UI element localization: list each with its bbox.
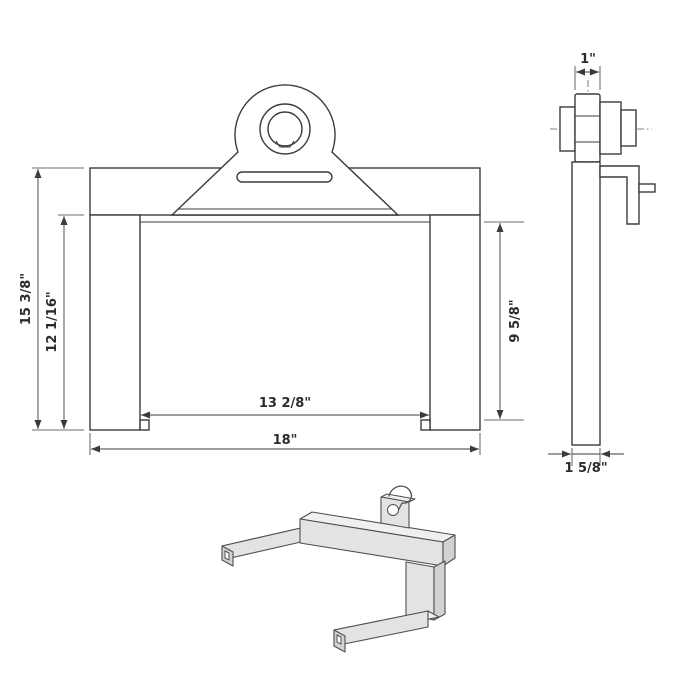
eye-clip-detail	[275, 140, 295, 148]
side-plate	[571, 161, 601, 446]
iso-lug-hole	[387, 504, 399, 516]
iso-beam-end	[442, 534, 456, 567]
dim-opening-height: 9 5/8"	[508, 299, 523, 342]
dim-inner-width: 13 2/8"	[259, 396, 311, 411]
side-view-dimensions: 1" 1 5/8"	[548, 52, 624, 476]
iso-clip-hook	[388, 485, 413, 510]
right-leg	[429, 214, 481, 431]
iso-bottom-arm-channel	[336, 634, 342, 645]
slot	[236, 171, 333, 183]
side-pin-stub	[638, 183, 656, 193]
pin-head	[559, 106, 576, 152]
isometric-view	[221, 485, 456, 653]
washer-boss	[599, 101, 622, 155]
dim-overall-width: 18"	[273, 433, 298, 448]
iso-vertical-plate-front	[405, 561, 435, 621]
left-leg	[89, 214, 141, 431]
hook-section	[599, 165, 640, 225]
iso-left-arm-channel	[224, 550, 230, 561]
front-view	[89, 84, 481, 431]
left-foot-pad	[139, 419, 150, 431]
lifting-eye-bore	[267, 111, 303, 147]
dim-plate-width: 1 5/8"	[564, 461, 607, 476]
front-view-dimensions: 15 3/8" 12 1/16" 9 5/8" 13 2/8" 18"	[19, 167, 524, 455]
right-foot-pad	[420, 419, 431, 431]
eye-boss	[574, 93, 601, 163]
dim-overall-height: 15 3/8"	[19, 273, 34, 325]
dim-eye-thickness: 1"	[580, 52, 596, 67]
iso-vertical-plate-side	[433, 560, 446, 621]
dim-leg-height: 12 1/16"	[45, 291, 60, 352]
side-view	[550, 80, 656, 446]
pin-end	[620, 109, 637, 147]
